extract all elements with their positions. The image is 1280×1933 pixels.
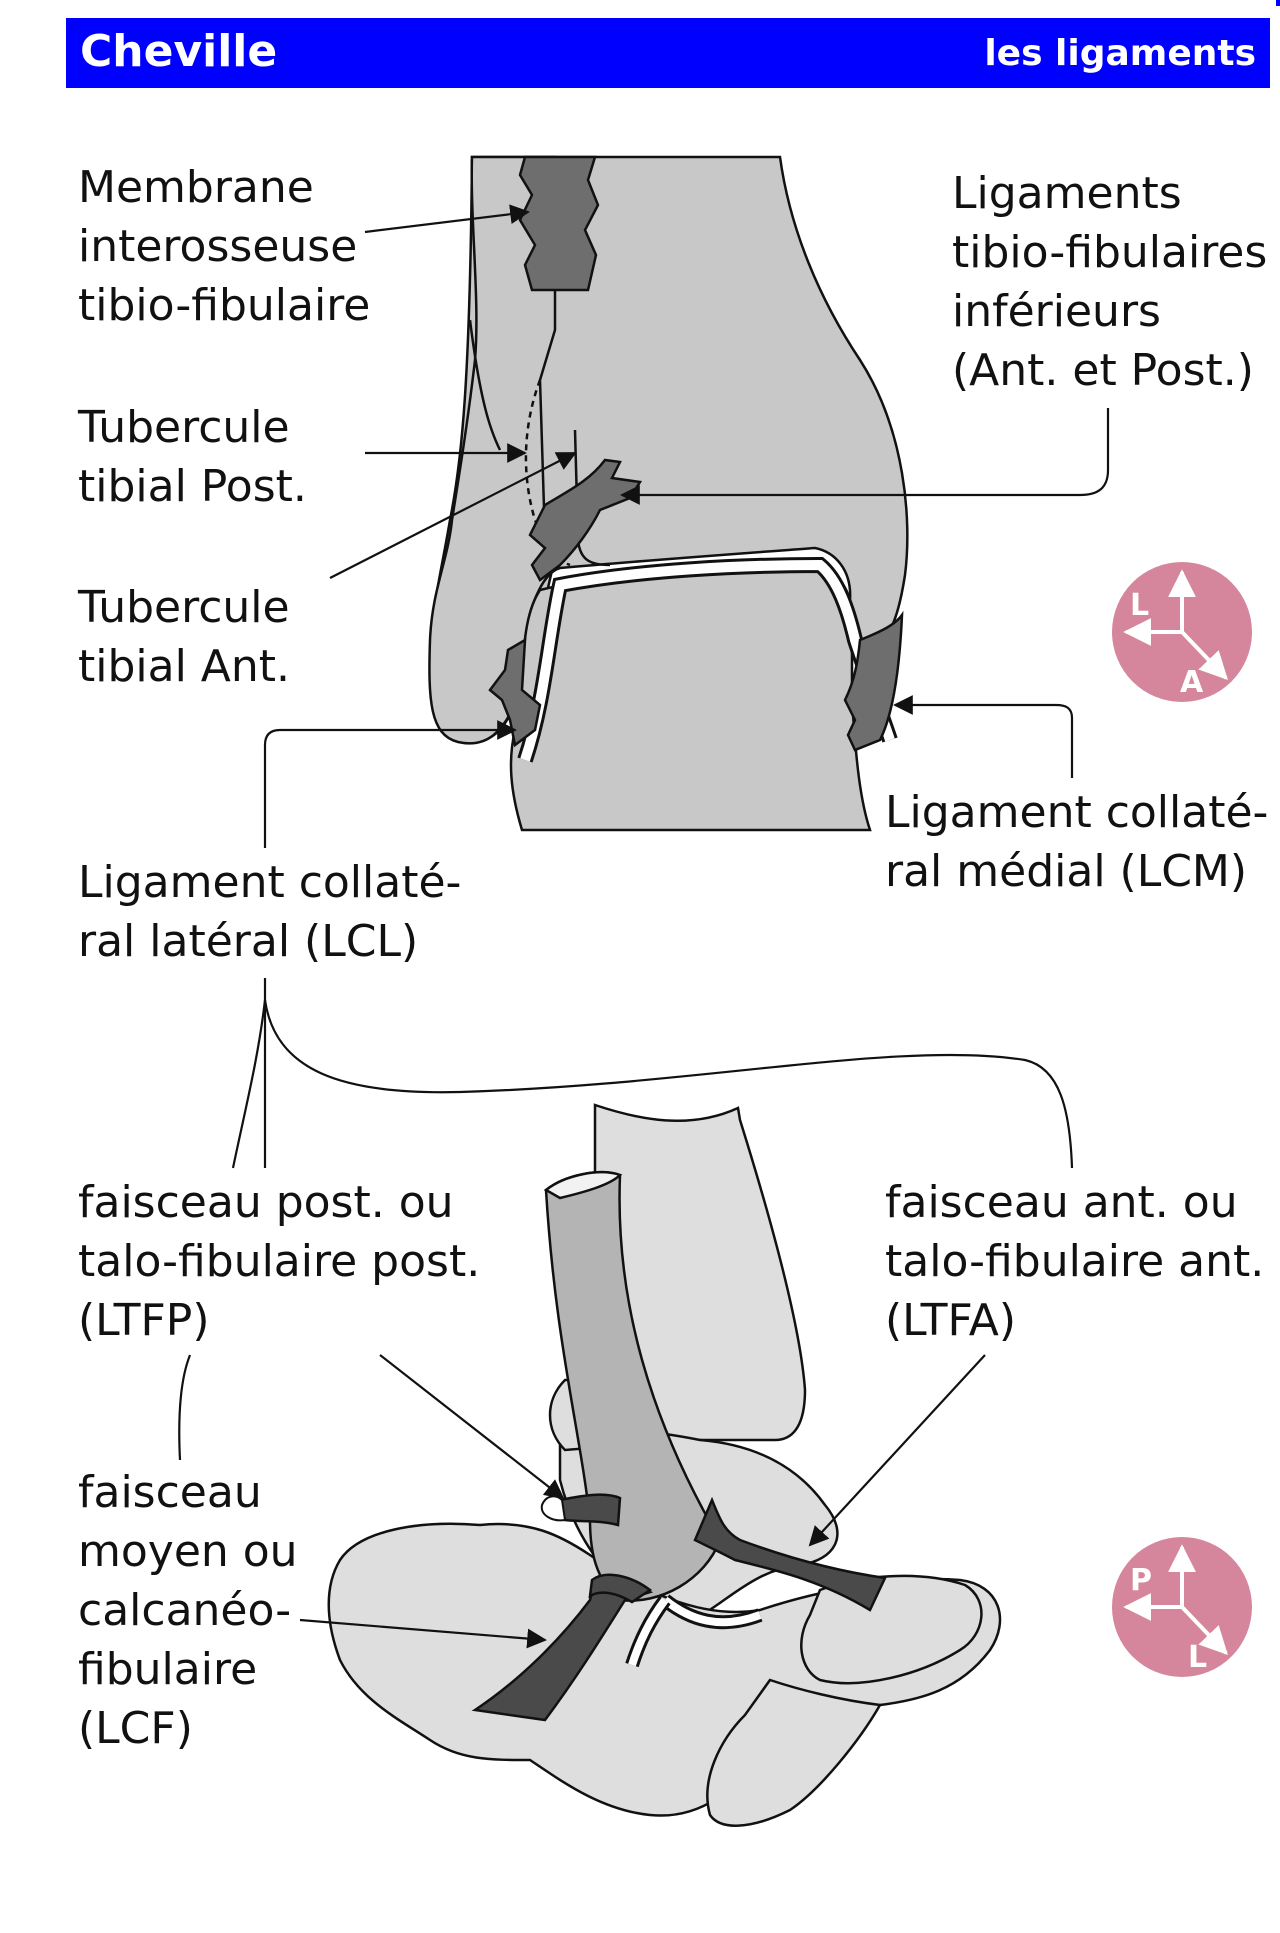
fibula-lateral	[544, 1171, 722, 1602]
tibiofibular-ligament	[528, 458, 643, 582]
lcm-front	[843, 610, 904, 752]
header-bar: Cheville les ligaments	[66, 18, 1270, 88]
leader-lines-top	[263, 204, 1110, 848]
label-lcl: Ligament collaté-ral latéral (LCL)	[78, 857, 462, 967]
label-lcm: Ligament collaté-ral médial (LCM)	[885, 787, 1269, 897]
leader-lines-bottom	[178, 1354, 986, 1649]
ltfp	[558, 1493, 622, 1527]
orientation-badge-bottom: P L	[1112, 1537, 1252, 1677]
badge-bottom-diag-letter: L	[1188, 1640, 1207, 1675]
badge-top-diag-letter: A	[1180, 665, 1204, 700]
corner-mark	[1276, 0, 1280, 6]
lcf	[471, 1576, 654, 1722]
lateral-view	[327, 1103, 1002, 1827]
lcl-brace	[231, 978, 1074, 1169]
lcl-front	[488, 637, 542, 748]
page-title: Cheville	[80, 26, 278, 77]
orientation-badge-top: L A	[1112, 562, 1252, 702]
navicular	[800, 1574, 983, 1685]
interosseous-membrane	[518, 155, 600, 292]
ltfa	[693, 1496, 887, 1612]
badge-top-left-letter: L	[1130, 588, 1149, 623]
badge-bottom-left-letter: P	[1130, 1563, 1152, 1598]
talus-front	[509, 566, 872, 832]
page-subtitle: les ligaments	[984, 33, 1256, 74]
cuboid	[706, 1678, 883, 1827]
tibia-lateral	[593, 1103, 807, 1457]
front-view	[428, 155, 909, 832]
